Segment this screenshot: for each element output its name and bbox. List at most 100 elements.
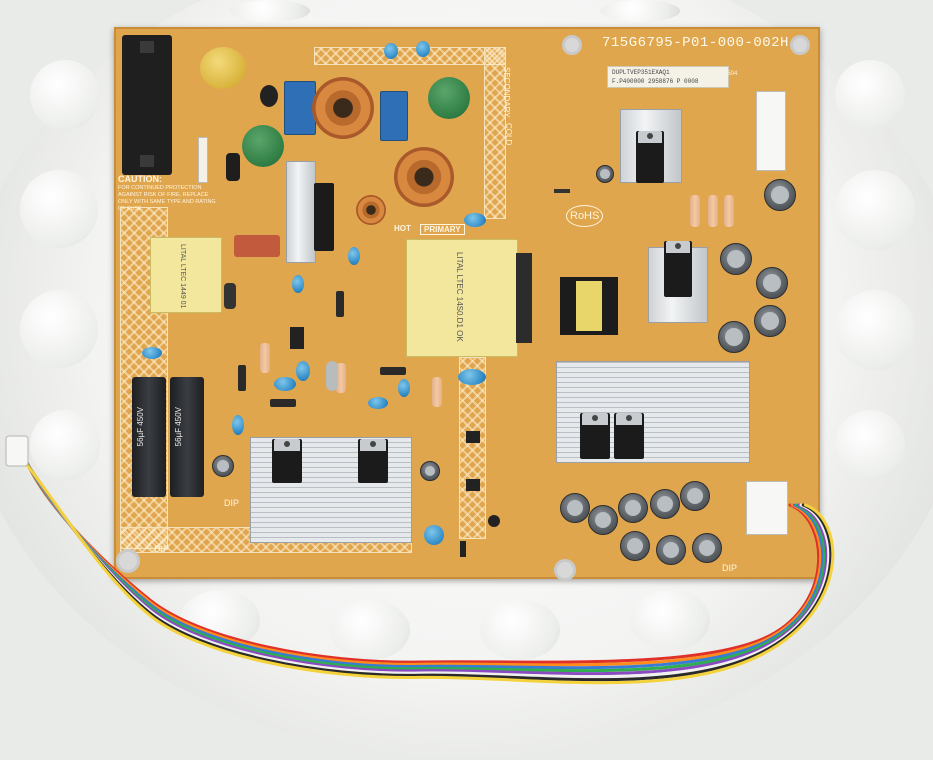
stool-dimple (835, 170, 915, 250)
diode (238, 365, 246, 391)
label-line: F.P400000 2958876 P 0008 (612, 78, 699, 85)
common-mode-choke (312, 77, 374, 139)
transformer-text: LITAL LTEC 14S0.D1 OK (455, 252, 464, 342)
ac-inlet-connector (122, 35, 172, 175)
standby-transformer: LITAL LTEC 1449 01 (150, 237, 222, 313)
wire (22, 457, 829, 676)
wire-bundle (22, 453, 835, 685)
transformer-text: LITAL LTEC 1449 01 (179, 244, 186, 309)
electrolytic-capacitor (620, 531, 650, 561)
stool-dimple (20, 290, 98, 368)
barcode-label: DUPLTVEP351EXAQ1 F.P400000 2958876 P 000… (607, 66, 729, 88)
electrolytic-capacitor (618, 493, 648, 523)
dip-label: DIP (154, 544, 170, 554)
resistor (260, 343, 270, 373)
stool-dimple (835, 60, 905, 130)
stool-dimple (330, 600, 410, 660)
y-capacitor (232, 415, 244, 435)
rohs-label: RoHS (566, 205, 604, 227)
electrolytic-capacitor (720, 243, 752, 275)
pfc-inductor (356, 195, 386, 225)
stool-dimple (480, 600, 560, 660)
electrolytic-capacitor (212, 455, 234, 477)
resistor (336, 363, 346, 393)
y-capacitor (348, 247, 360, 265)
wire (22, 454, 823, 667)
y-capacitor (296, 361, 310, 381)
electrolytic-capacitor (560, 493, 590, 523)
standby-regulator (636, 131, 664, 183)
inductor (224, 283, 236, 309)
led-driver-transformer (560, 277, 618, 335)
electrolytic-capacitor (650, 489, 680, 519)
mounting-hole (554, 559, 576, 581)
electrolytic-capacitor (692, 533, 722, 563)
main-transformer: LITAL LTEC 14S0.D1 OK (406, 239, 518, 357)
y-capacitor (424, 525, 444, 545)
inlet-pin (140, 155, 154, 167)
label-line: DUPLTVEP351EXAQ1 (612, 69, 670, 76)
y-capacitor (398, 379, 410, 397)
mounting-hole (562, 35, 582, 55)
led-mosfet (664, 241, 692, 297)
stool-dimple (835, 410, 905, 480)
thermistor (226, 153, 240, 181)
electrolytic-capacitor (764, 179, 796, 211)
wire (22, 458, 833, 682)
schottky-diode (580, 413, 610, 459)
mounting-hole (116, 549, 140, 573)
y-capacitor (368, 397, 388, 409)
common-mode-choke (394, 147, 454, 207)
diode (336, 291, 344, 317)
bulk-capacitor: 56µF 450V (170, 377, 204, 497)
transformer-bobbin (576, 281, 602, 331)
stool-dimple (20, 170, 98, 248)
wire (22, 459, 835, 685)
electrolytic-capacitor (756, 267, 788, 299)
y-capacitor (274, 377, 296, 391)
resistor (708, 195, 718, 227)
electrolytic-capacitor (588, 505, 618, 535)
caution-title: CAUTION: (118, 174, 162, 184)
resistor (432, 377, 442, 407)
electrolytic-capacitor (718, 321, 750, 353)
stool-dimple (630, 590, 710, 650)
board-edge (114, 27, 820, 579)
primary-label: PRIMARY (420, 224, 465, 235)
x-capacitor (380, 91, 408, 141)
jumper (554, 189, 570, 193)
power-supply-board: 715G6795-P01-000-002H DUPLTVEP351EXAQ1 F… (114, 27, 820, 581)
output-connector (746, 481, 788, 535)
bridge-rectifier (314, 183, 334, 251)
stool-dimple (835, 290, 915, 370)
mosfet (358, 439, 388, 483)
ic-chip (466, 431, 480, 443)
resistor (690, 195, 700, 227)
wire-harness (5, 435, 835, 685)
diode (380, 367, 406, 375)
hot-label: HOT (394, 224, 411, 233)
y-capacitor (292, 275, 304, 293)
wire (22, 455, 825, 670)
wire-plug-left (5, 435, 29, 467)
y-capacitor (464, 213, 486, 227)
x-capacitor (284, 81, 316, 135)
isolation-zone (459, 357, 486, 539)
ceramic-capacitor (428, 77, 470, 119)
stool-dimple (600, 0, 680, 22)
isolation-zone (484, 47, 506, 219)
wire (22, 457, 831, 679)
dip-label: DIP (224, 498, 240, 508)
electrolytic-capacitor (754, 305, 786, 337)
stool-dimple (30, 60, 100, 130)
electrolytic-capacitor (596, 165, 614, 183)
label-date: 1504 (724, 71, 738, 77)
optocoupler (290, 327, 304, 349)
y-capacitor (416, 41, 430, 57)
wire (22, 453, 821, 664)
varistor (200, 47, 246, 89)
stool-dimple (30, 410, 100, 480)
zener-diode (326, 361, 338, 391)
part-number: 715G6795-P01-000-002H (602, 35, 789, 51)
electrolytic-capacitor (656, 535, 686, 565)
